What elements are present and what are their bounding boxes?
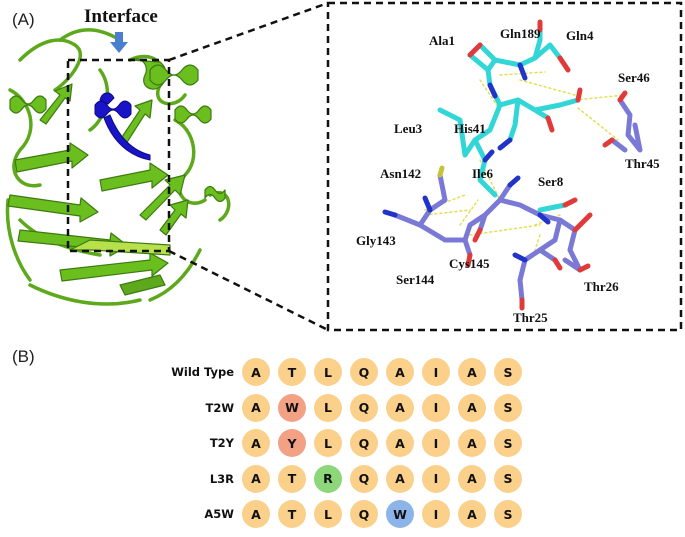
row-label: T2W	[205, 400, 234, 415]
projection-line-top	[168, 1, 329, 62]
row-label: A5W	[204, 507, 234, 521]
residue-circle: T	[278, 358, 306, 386]
residue-label-thr45: Thr45	[625, 156, 660, 171]
residue-circle: W	[386, 500, 414, 528]
protein-cartoon	[5, 28, 231, 306]
residue-label-ser8: Ser8	[538, 174, 564, 189]
residue-label-thr25: Thr25	[513, 310, 548, 325]
residue-labels: Ala1 Gln189 Gln4 Ser46 Leu3 His41 Thr45 …	[356, 26, 660, 325]
zoom-box	[66, 58, 171, 253]
residue-circle: A	[458, 500, 486, 528]
row-label: Wild Type	[171, 365, 234, 379]
residue-circle: I	[422, 500, 450, 528]
residue-circle: A	[242, 358, 270, 386]
residue-label-his41: His41	[454, 121, 486, 136]
residue-circle: S	[494, 429, 522, 457]
interface-arrow-icon	[110, 32, 128, 53]
residue-label-thr26: Thr26	[584, 279, 619, 294]
residue-label-gln189: Gln189	[500, 26, 541, 41]
residue-circle: A	[386, 464, 414, 493]
residue-circle: S	[494, 393, 522, 422]
residue-label-asn142: Asn142	[380, 166, 421, 181]
panel-b-label: (B)	[12, 347, 35, 366]
residue-circle: A	[458, 358, 486, 386]
stick-model	[382, 19, 643, 311]
residue-circle: A	[242, 500, 270, 528]
residue-circle: S	[494, 464, 522, 493]
row-label: T2Y	[209, 436, 234, 450]
residue-label-ser46: Ser46	[618, 70, 650, 85]
residue-circle: L	[314, 429, 342, 457]
residue-label-cys145: Cys145	[449, 256, 490, 271]
residue-circle: I	[422, 429, 450, 457]
residue-circle: I	[422, 464, 450, 493]
interface-title: Interface	[84, 6, 158, 27]
residue-circle: L	[314, 500, 342, 528]
residue-circle: Q	[350, 464, 378, 493]
residue-label-ala1: Ala1	[429, 33, 455, 48]
zoom-panel	[326, 1, 683, 332]
residue-circle: A	[242, 429, 270, 457]
residue-circle: Y	[278, 429, 306, 457]
residue-circle: Q	[350, 358, 378, 386]
residue-circle: L	[314, 358, 342, 386]
residue-circle: A	[458, 464, 486, 493]
residue-circle: L	[314, 393, 342, 422]
residue-circle: T	[278, 500, 306, 528]
panel-a-label: (A)	[12, 10, 35, 29]
residue-circle: A	[242, 393, 270, 422]
residue-circle: A	[458, 393, 486, 422]
residue-circle: S	[494, 358, 522, 386]
residue-circle: Q	[350, 429, 378, 457]
residue-circle: A	[242, 464, 270, 493]
residue-label-gly143: Gly143	[356, 233, 396, 248]
residue-label-ser144: Ser144	[396, 272, 435, 287]
residue-circle: A	[458, 429, 486, 457]
residue-circle: Q	[350, 500, 378, 528]
residue-circle: T	[278, 464, 306, 493]
residue-label-leu3: Leu3	[394, 121, 423, 136]
residue-circle: I	[422, 393, 450, 422]
residue-circle: Q	[350, 393, 378, 422]
residue-label-gln4: Gln4	[566, 28, 594, 43]
residue-circle: A	[386, 358, 414, 386]
residue-label-ile6: Ile6	[472, 166, 493, 181]
row-label: L3R	[209, 471, 234, 486]
residue-circle: A	[386, 429, 414, 457]
projection-line-bottom	[168, 249, 329, 332]
peptide-cartoon	[94, 92, 151, 161]
residue-circle: S	[494, 500, 522, 528]
residue-circle: A	[386, 393, 414, 422]
residue-circle: R	[314, 464, 342, 493]
residue-circle: I	[422, 358, 450, 386]
residue-circle: W	[278, 393, 306, 422]
